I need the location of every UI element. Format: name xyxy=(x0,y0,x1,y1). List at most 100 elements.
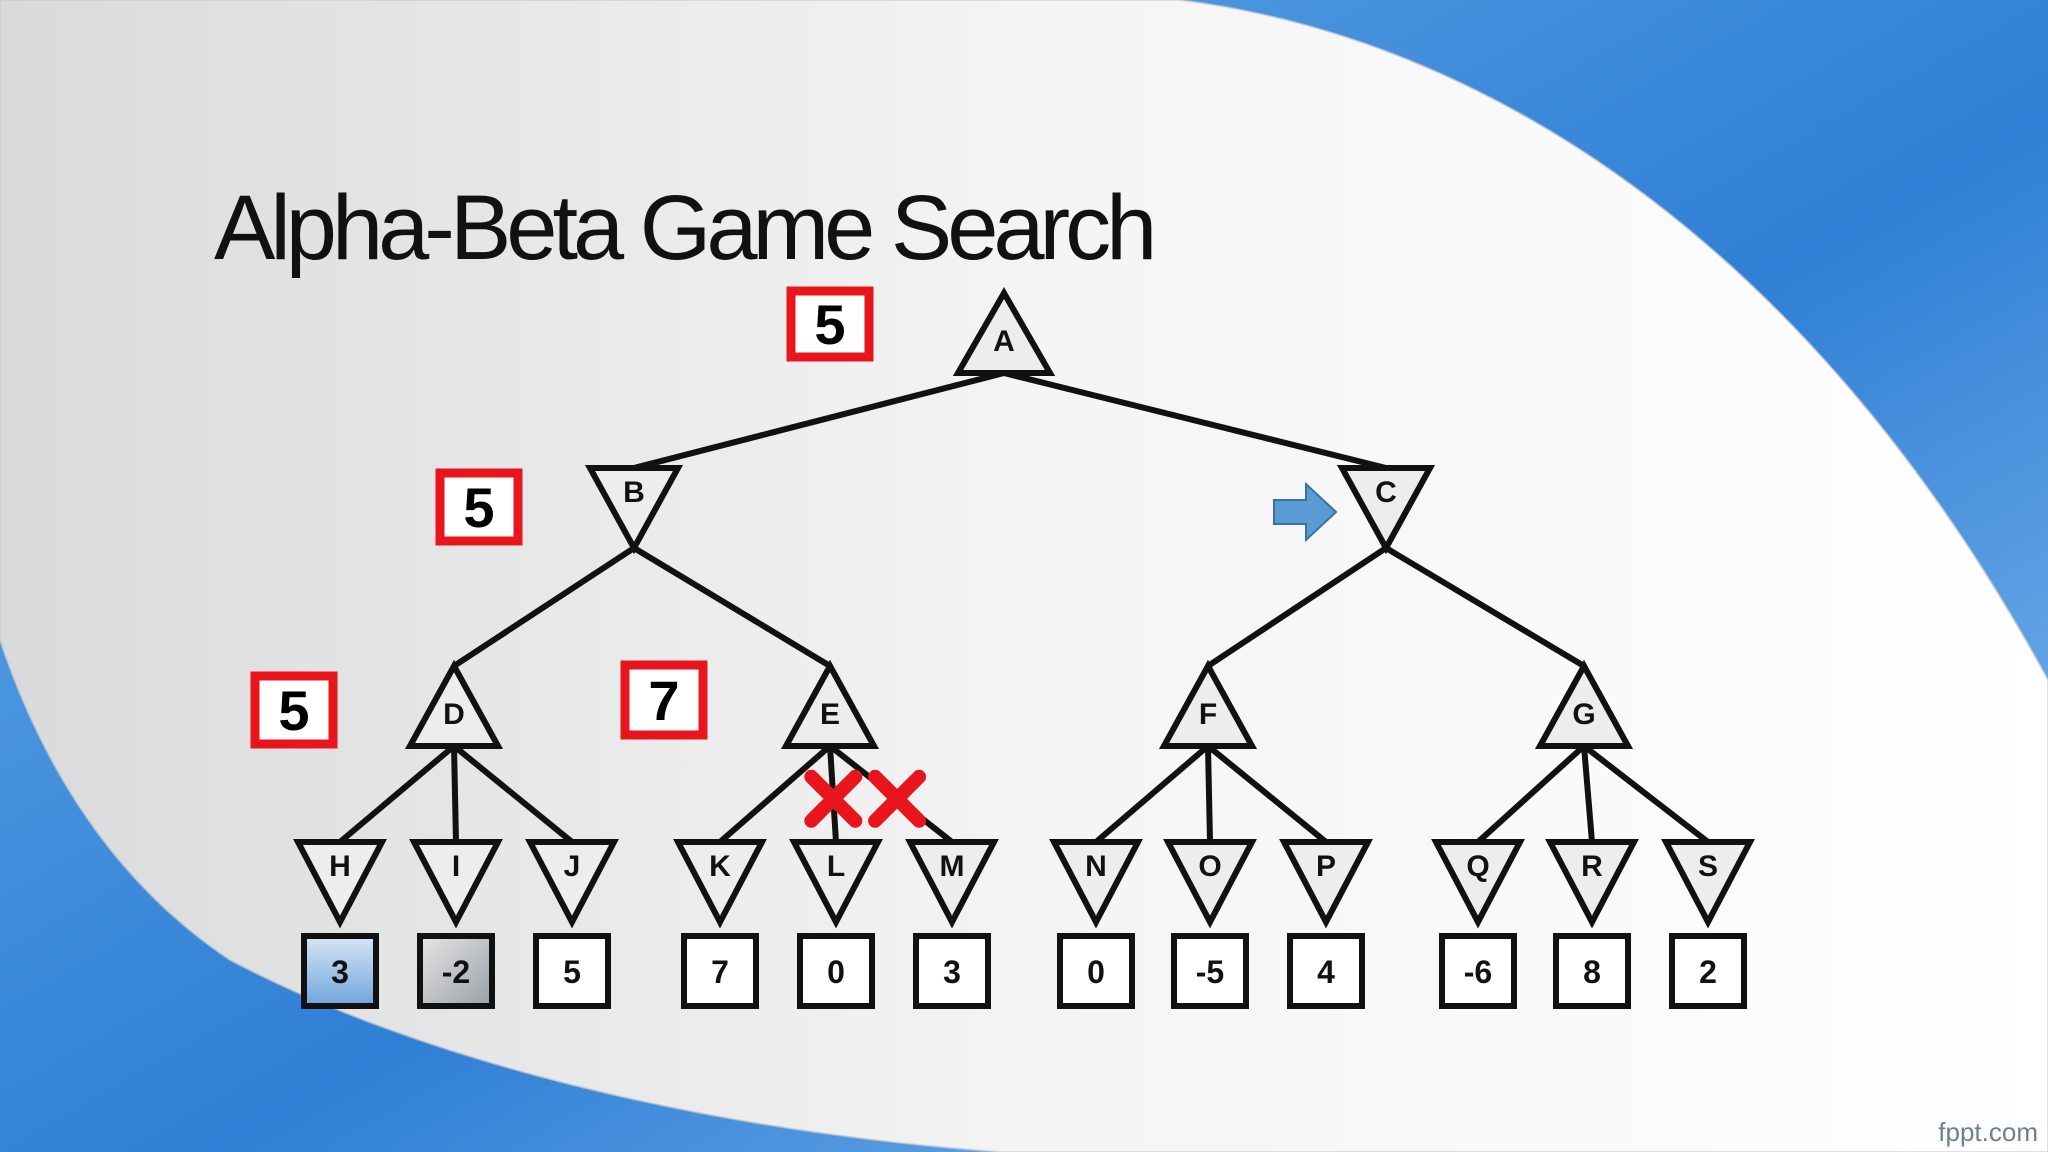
node-label: E xyxy=(820,698,840,731)
red-x-icon xyxy=(804,769,863,828)
leaf-box-border xyxy=(533,933,611,1009)
edge-g-r xyxy=(1581,743,1595,845)
edge-a-c xyxy=(1001,370,1389,471)
prune-marks xyxy=(804,769,927,828)
min-node-triangle xyxy=(1545,839,1639,929)
min-node-triangle xyxy=(905,839,999,929)
leaf-box-n: 0 xyxy=(1057,933,1135,1009)
edge-b-d xyxy=(451,545,637,669)
leaf-box-border xyxy=(681,933,759,1009)
min-node-triangle xyxy=(673,839,767,929)
node-n: N xyxy=(1049,839,1143,929)
value-annotations: 5 5 5 7 xyxy=(250,286,874,749)
node-d: D xyxy=(404,659,504,749)
node-label: B xyxy=(623,476,645,509)
min-node-triangle xyxy=(1279,839,1373,929)
leaf-box-border xyxy=(1669,933,1747,1009)
max-node-triangle xyxy=(404,659,504,749)
value-box-border xyxy=(786,286,874,362)
edge-g-s xyxy=(1581,743,1711,845)
value-box-border xyxy=(250,671,338,749)
edge-a-b xyxy=(631,370,1007,471)
leaf-value: -6 xyxy=(1464,954,1492,990)
leaf-value: -5 xyxy=(1196,954,1224,990)
leaf-box-m: 3 xyxy=(913,933,991,1009)
edge-d-i xyxy=(451,743,459,845)
leaf-value: 4 xyxy=(1317,954,1335,990)
leaf-box-r: 8 xyxy=(1553,933,1631,1009)
leaf-value: 0 xyxy=(1087,954,1105,990)
node-l: L xyxy=(789,839,883,929)
node-label: C xyxy=(1375,476,1397,509)
node-r: R xyxy=(1545,839,1639,929)
leaf-value: 5 xyxy=(563,954,581,990)
value-box-text: 7 xyxy=(648,669,679,732)
value-box-border xyxy=(435,468,523,546)
leaf-box-o: -5 xyxy=(1171,933,1249,1009)
leaf-box-p: 4 xyxy=(1287,933,1365,1009)
min-node-triangle xyxy=(584,465,684,555)
leaf-value: 3 xyxy=(331,954,349,990)
node-label: M xyxy=(940,850,965,883)
min-node-triangle xyxy=(1049,839,1143,929)
edge-f-o xyxy=(1205,743,1213,845)
right-arrow-icon xyxy=(1273,481,1338,543)
value-box-b: 5 xyxy=(435,468,523,546)
min-node-triangle xyxy=(293,839,387,929)
node-label: H xyxy=(329,850,351,883)
value-box-text: 5 xyxy=(463,476,494,539)
node-f: F xyxy=(1158,659,1258,749)
node-label: Q xyxy=(1466,850,1489,883)
leaf-box-border xyxy=(797,933,875,1009)
watermark: fppt.com xyxy=(1938,1117,2038,1147)
red-x-icon xyxy=(868,769,927,828)
leaf-box-border xyxy=(1553,933,1631,1009)
leaf-box-s: 2 xyxy=(1669,933,1747,1009)
node-m: M xyxy=(905,839,999,929)
node-p: P xyxy=(1279,839,1373,929)
max-node-triangle xyxy=(780,659,880,749)
value-box-border xyxy=(620,660,708,740)
leaf-box-border xyxy=(913,933,991,1009)
value-box-d: 5 xyxy=(250,671,338,749)
node-s: S xyxy=(1661,839,1755,929)
node-label: K xyxy=(709,850,731,883)
max-node-triangle xyxy=(952,286,1056,376)
node-label: S xyxy=(1698,850,1718,883)
node-a: A xyxy=(952,286,1056,376)
leaf-box-border xyxy=(417,933,495,1009)
leaf-box-j: 5 xyxy=(533,933,611,1009)
node-g: G xyxy=(1534,659,1634,749)
node-c: C xyxy=(1336,465,1436,555)
leaf-box-i: -2 xyxy=(417,933,495,1009)
leaf-box-k: 7 xyxy=(681,933,759,1009)
max-node-triangle xyxy=(1158,659,1258,749)
min-node-triangle xyxy=(1661,839,1755,929)
edge-d-h xyxy=(337,743,457,845)
value-box-text: 5 xyxy=(814,293,845,356)
edge-e-k xyxy=(717,743,833,845)
value-box-a: 5 xyxy=(786,286,874,362)
node-b: B xyxy=(584,465,684,555)
min-node-triangle xyxy=(789,839,883,929)
edge-d-j xyxy=(451,743,575,845)
min-node-triangle xyxy=(1163,839,1257,929)
edge-f-n xyxy=(1093,743,1211,845)
slide-title: Alpha-Beta Game Search xyxy=(214,177,1157,279)
leaf-box-border xyxy=(1171,933,1249,1009)
node-e: E xyxy=(780,659,880,749)
leaf-box-border xyxy=(301,933,379,1009)
node-label: P xyxy=(1316,850,1336,883)
node-label: O xyxy=(1198,850,1221,883)
edge-b-e xyxy=(631,545,833,669)
min-node-triangle xyxy=(1336,465,1436,555)
node-label: J xyxy=(564,850,581,883)
leaf-box-l: 0 xyxy=(797,933,875,1009)
node-label: A xyxy=(993,325,1015,358)
edge-c-f xyxy=(1205,545,1389,669)
leaf-value: 3 xyxy=(943,954,961,990)
leaf-value: 0 xyxy=(827,954,845,990)
node-label: F xyxy=(1199,698,1217,731)
